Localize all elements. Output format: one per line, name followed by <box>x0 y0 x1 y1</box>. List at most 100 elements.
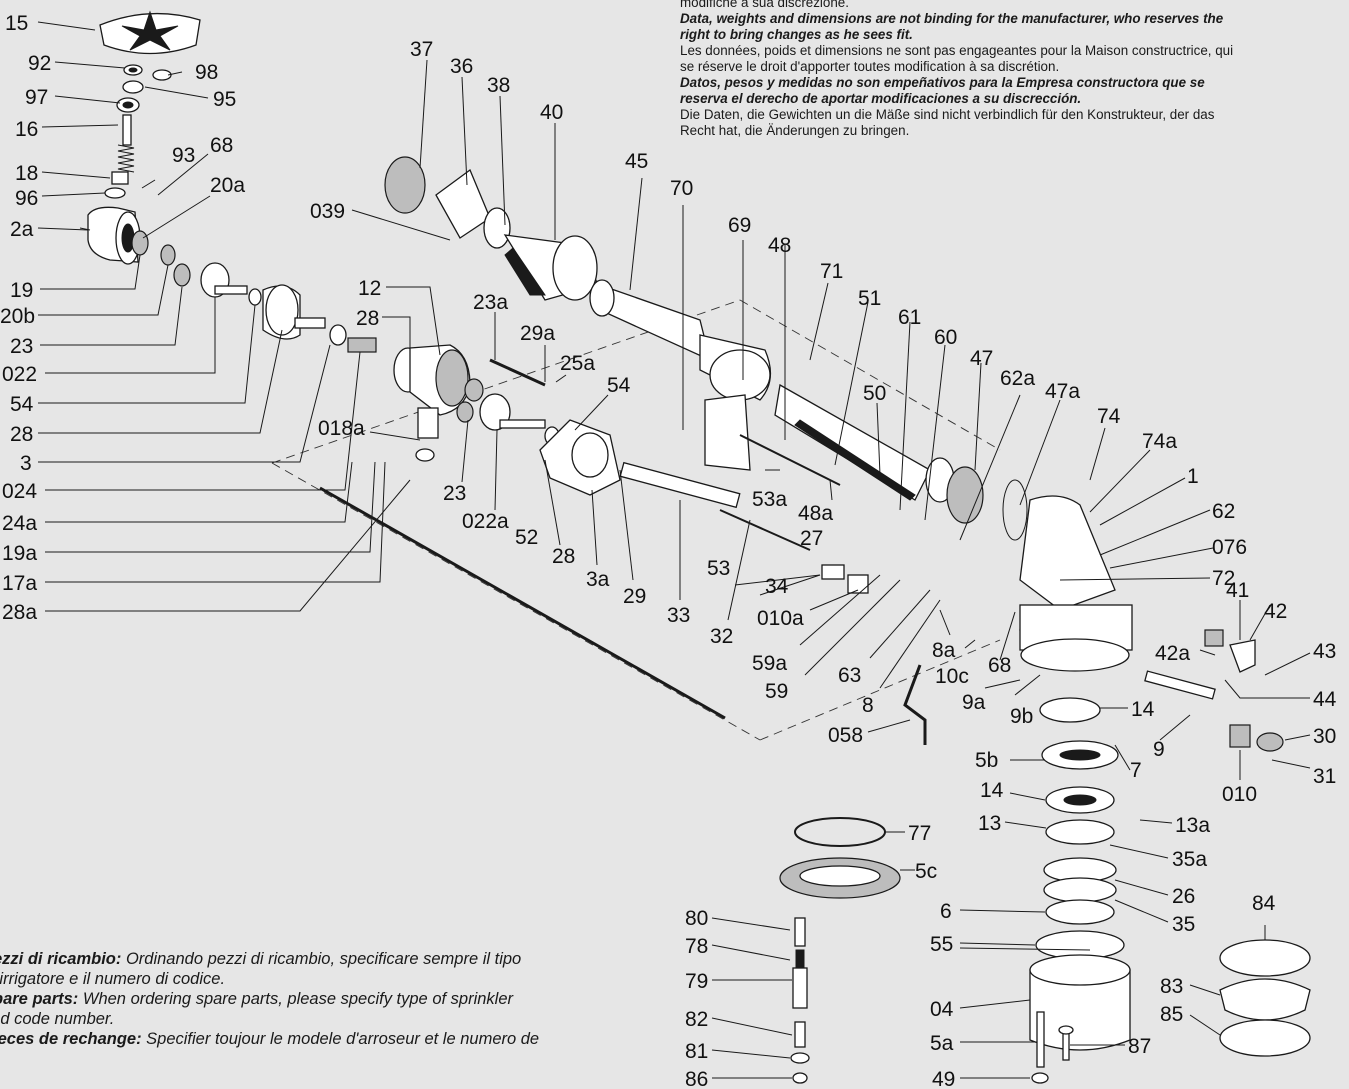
label-7: 7 <box>1130 759 1142 782</box>
label-49: 49 <box>932 1068 955 1089</box>
label-27: 27 <box>800 527 823 550</box>
label-14b: 14 <box>980 779 1004 802</box>
label-2a: 2a <box>10 218 34 241</box>
label-50: 50 <box>863 382 886 405</box>
label-61: 61 <box>898 306 921 329</box>
parts-flanges-right <box>1219 939 1311 1057</box>
label-29: 29 <box>623 585 646 608</box>
label-86: 86 <box>685 1068 708 1089</box>
label-18: 18 <box>15 162 38 185</box>
label-59: 59 <box>765 680 788 703</box>
label-28b: 28 <box>356 307 379 330</box>
parts-18-96 <box>104 171 129 199</box>
parts-gears-mid <box>456 378 560 446</box>
part-cap-15 <box>99 10 201 55</box>
parts-77-5c <box>779 817 901 899</box>
label-37: 37 <box>410 38 433 61</box>
label-42a: 42a <box>1155 642 1190 665</box>
label-28a: 28a <box>2 601 37 624</box>
part-housing-2a <box>79 206 141 265</box>
label-41: 41 <box>1226 579 1249 602</box>
leader-lines <box>37 21 1311 1079</box>
label-33: 33 <box>667 604 690 627</box>
label-16: 16 <box>15 118 38 141</box>
label-70: 70 <box>670 177 693 200</box>
label-54b: 54 <box>607 374 631 397</box>
label-5a: 5a <box>930 1032 954 1055</box>
parts-gears-left <box>131 230 377 353</box>
label-32: 32 <box>710 625 733 648</box>
label-83: 83 <box>1160 975 1183 998</box>
part-main-body-1 <box>1019 495 1133 672</box>
label-53: 53 <box>707 557 730 580</box>
label-60: 60 <box>934 326 957 349</box>
label-68b: 68 <box>988 654 1011 677</box>
disclaimer-block: modifiche a sua discrezione. Data, weigh… <box>680 0 1349 139</box>
parts-rods <box>489 358 869 594</box>
label-058: 058 <box>828 724 863 747</box>
disclaimer-line: Datos, pesos y medidas no son empeñativo… <box>680 75 1205 90</box>
label-30: 30 <box>1313 725 1336 748</box>
disclaimer-line: right to bring changes as he sees fit. <box>680 27 913 42</box>
disclaimer-line: se réserve le droit d'apporter toutes mo… <box>680 59 1060 74</box>
part-bearing-stack <box>1029 697 1131 1051</box>
label-26: 26 <box>1172 885 1195 908</box>
label-43: 43 <box>1313 640 1336 663</box>
label-1: 1 <box>1187 465 1199 488</box>
label-018a: 018a <box>318 417 365 440</box>
label-79: 79 <box>685 970 708 993</box>
label-076: 076 <box>1212 536 1247 559</box>
label-010: 010 <box>1222 783 1257 806</box>
label-92: 92 <box>28 52 51 75</box>
part-saddle-69 <box>704 349 771 471</box>
label-3a: 3a <box>586 568 610 591</box>
part-rod-28a <box>319 486 726 720</box>
part-bracket-3a <box>539 419 621 496</box>
label-29a: 29a <box>520 322 555 345</box>
label-8a: 8a <box>932 639 956 662</box>
disclaimer-line: Die Daten, die Gewichten un die Mäße sin… <box>680 107 1215 122</box>
label-80: 80 <box>685 907 708 930</box>
label-97: 97 <box>25 86 48 109</box>
label-5b: 5b <box>975 749 998 772</box>
label-68: 68 <box>210 134 233 157</box>
note-line: and code number. <box>0 1010 115 1028</box>
label-022a: 022a <box>462 510 509 533</box>
label-13a: 13a <box>1175 814 1210 837</box>
assembly-dashed-lines <box>271 299 1001 741</box>
part-oring-47a <box>1002 479 1028 541</box>
label-69: 69 <box>728 214 751 237</box>
disclaimer-line: Les données, poids et dimensions ne sont… <box>680 43 1234 58</box>
label-35: 35 <box>1172 913 1195 936</box>
label-54: 54 <box>10 393 34 416</box>
label-96: 96 <box>15 187 38 210</box>
label-28: 28 <box>10 423 33 446</box>
label-63: 63 <box>838 664 861 687</box>
label-40: 40 <box>540 101 563 124</box>
disclaimer-line: Data, weights and dimensions are not bin… <box>680 11 1224 26</box>
label-13: 13 <box>978 812 1001 835</box>
label-010a: 010a <box>757 607 804 630</box>
label-74: 74 <box>1097 405 1121 428</box>
parts-pins-5a-49-87 <box>1031 1011 1074 1084</box>
label-20a: 20a <box>210 174 245 197</box>
label-59a: 59a <box>752 652 787 675</box>
note-line: Pieces de rechange: Specifier toujour le… <box>0 1030 540 1048</box>
label-47a: 47a <box>1045 380 1080 403</box>
label-8: 8 <box>862 694 874 717</box>
label-9: 9 <box>1153 738 1165 761</box>
part-number-labels: 15 92 98 97 95 16 18 96 2a 19 20b 23 022… <box>0 12 1337 1089</box>
part-spring-16 <box>117 114 135 173</box>
part-tube-47 <box>774 383 984 524</box>
part-pin-058 <box>903 664 927 745</box>
label-98: 98 <box>195 61 218 84</box>
label-15: 15 <box>5 12 28 35</box>
label-52: 52 <box>515 526 538 549</box>
label-38: 38 <box>487 74 510 97</box>
label-9b: 9b <box>1010 705 1033 728</box>
label-45: 45 <box>625 150 648 173</box>
label-24a: 24a <box>2 512 37 535</box>
label-19: 19 <box>10 279 33 302</box>
label-77: 77 <box>908 822 931 845</box>
label-31: 31 <box>1313 765 1336 788</box>
